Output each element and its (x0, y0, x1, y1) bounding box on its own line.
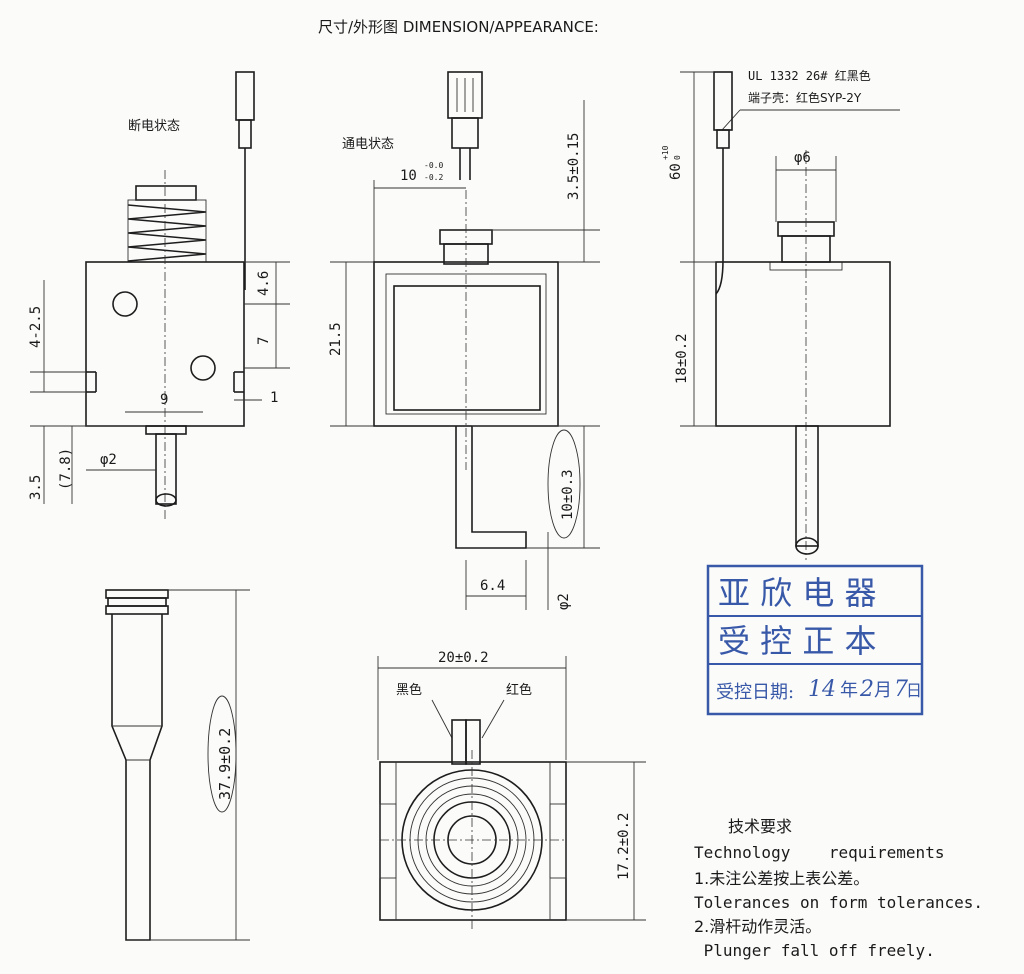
dim-dia-6: φ6 (794, 150, 811, 166)
dim-dia-2: φ2 (100, 452, 117, 468)
plunger-view: 37.9±0.2 (105, 589, 250, 941)
lead-wire (715, 148, 724, 295)
requirement-1-cn: 1.未注公差按上表公差。 (694, 869, 869, 888)
on-state-label: 通电状态 (342, 137, 394, 152)
off-state-view: 断电状态 4.6 7 9 1 4-2.5 (28, 71, 290, 520)
dim-17-2: 17.2±0.2 (616, 813, 632, 880)
wire-spec-line1: UL 1332 26# 红黑色 (748, 68, 871, 83)
solenoid-frame-on (373, 261, 559, 427)
plunger-rod (111, 614, 163, 941)
dim-21-5: 21.5 (328, 322, 344, 356)
dim-7-8: (7.8) (58, 448, 74, 490)
dim-7: 7 (256, 337, 272, 345)
on-state-view: 通电状态 10 -0.0 -0.2 3.5±0.15 21.5 10±0 (328, 71, 600, 610)
wire-red (465, 719, 481, 765)
connector-housing (235, 71, 255, 121)
dim-37-9: 37.9±0.2 (216, 728, 234, 800)
wire-spec-line2: 端子壳：红色SYP-2Y (748, 90, 862, 105)
side-view: UL 1332 26# 红黑色 端子壳：红色SYP-2Y 60 +10 0 φ6… (661, 68, 900, 560)
control-stamp: 亚 欣 电 器 受 控 正 本 受控日期: 14 年 2 月 7 日 (706, 564, 924, 716)
dim-highlight-ellipse (547, 429, 581, 539)
plunger-rod-on (455, 426, 527, 549)
stamp-status: 受 控 正 本 (718, 622, 877, 660)
svg-text:年: 年 (840, 680, 858, 701)
dim-4-6: 4.6 (256, 271, 272, 296)
mounting-hole (112, 291, 138, 317)
dim-9: 9 (160, 392, 168, 408)
wire-black (451, 719, 467, 765)
requirement-2-cn: 2.滑杆动作灵活。 (694, 917, 821, 936)
requirements-heading-cn: 技术要求 (728, 817, 792, 836)
svg-text:-0.0: -0.0 (424, 161, 443, 170)
dim-4-2-5: 4-2.5 (28, 306, 44, 348)
coil-window (393, 285, 541, 411)
svg-text:0: 0 (673, 155, 682, 160)
stamp-date-year: 14 (808, 677, 836, 702)
drawing-title: 尺寸/外形图 DIMENSION/APPEARANCE: (318, 18, 599, 36)
stamp-date-month: 2 (859, 677, 874, 702)
dim-1: 1 (270, 390, 278, 406)
dim-3-5-tol: 3.5±0.15 (566, 133, 582, 200)
lead-length-main: 60 (668, 163, 684, 180)
stamp-company: 亚 欣 电 器 (718, 574, 877, 612)
dim-dia-2: φ2 (556, 593, 572, 610)
front-view: 20±0.2 黑色 红色 17.2±0.2 (377, 650, 646, 930)
dim-stroke: 10 (400, 168, 417, 184)
dim-10-tol: 10±0.3 (560, 469, 576, 520)
solenoid-body-side (715, 261, 891, 427)
dim-20: 20±0.2 (438, 650, 489, 666)
dim-18: 18±0.2 (674, 333, 690, 384)
plunger-rod-off (155, 433, 177, 505)
off-state-label: 断电状态 (128, 119, 180, 134)
plunger-rod-side (795, 425, 819, 547)
mounting-hole (190, 355, 216, 381)
wire-red-label: 红色 (506, 682, 532, 698)
dim-highlight-ellipse (207, 695, 237, 813)
svg-text:-0.2: -0.2 (424, 173, 443, 182)
svg-text:月: 月 (874, 680, 892, 701)
dim-3-5: 3.5 (28, 475, 44, 500)
stamp-date-label: 受控日期: (716, 682, 794, 703)
technical-requirements: 技术要求 Technology requirements 1.未注公差按上表公差… (694, 817, 983, 960)
spring (127, 204, 207, 262)
svg-text:日: 日 (906, 681, 922, 700)
svg-text:+10: +10 (661, 145, 670, 160)
wire-black-label: 黑色 (396, 682, 422, 698)
dim-6-4: 6.4 (480, 578, 505, 594)
requirement-2-en: Plunger fall off freely. (694, 941, 935, 960)
requirement-1-en: Tolerances on form tolerances. (694, 893, 983, 912)
stamp-date-day: 7 (894, 677, 908, 702)
requirements-heading-en: Technology requirements (694, 843, 944, 862)
plunger-cap (135, 185, 197, 201)
